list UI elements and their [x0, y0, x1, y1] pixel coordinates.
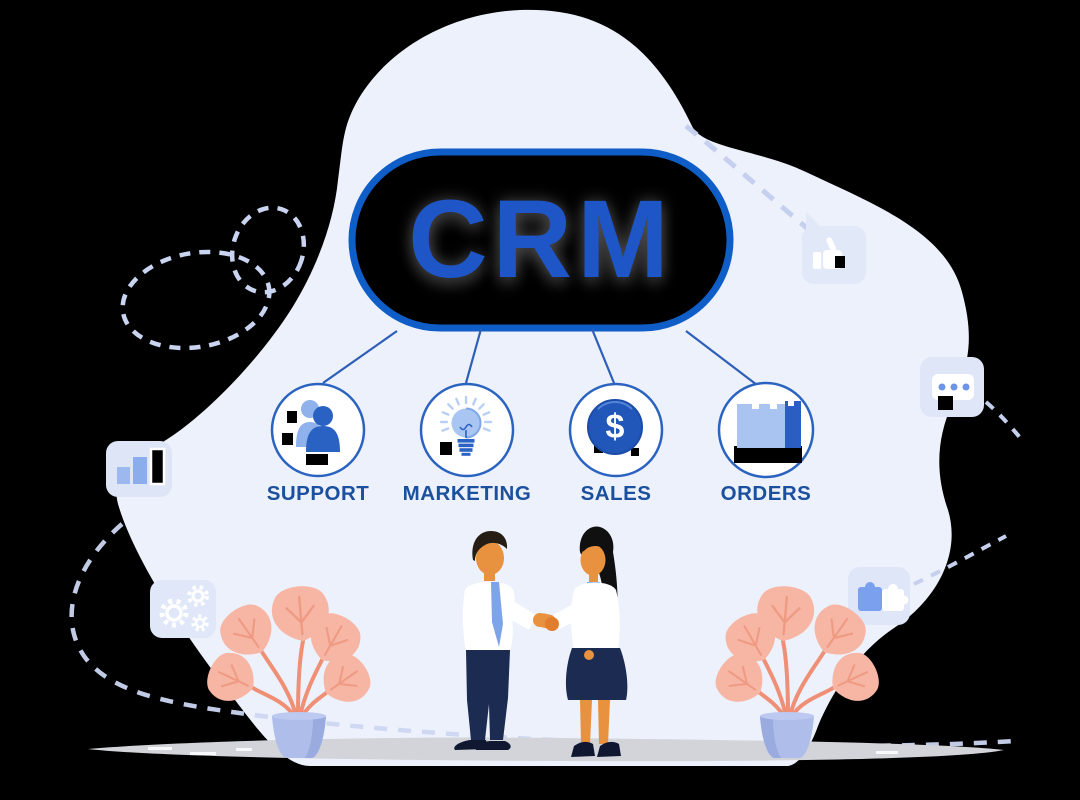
- crm-title: CRM: [408, 177, 674, 301]
- connector-lines: [322, 328, 758, 386]
- department-label-marketing: MARKETING: [402, 482, 532, 505]
- lightbulb-idea-icon: [439, 395, 493, 456]
- team-people-icon: [282, 400, 340, 465]
- dashed-arc-decoration: [69, 522, 1015, 749]
- ground-strip: [88, 737, 1004, 762]
- puzzle-piece-icon: [848, 567, 910, 625]
- gears-icon: [150, 580, 216, 638]
- woman-figure: [553, 526, 628, 757]
- chat-dots-icon: [920, 357, 984, 417]
- background-blob: [116, 9, 969, 766]
- dollar-coin-icon: $: [587, 399, 643, 456]
- dollar-glyph: $: [606, 408, 625, 446]
- package-box-icon: [734, 401, 802, 463]
- crm-cloud-pill: [348, 148, 734, 332]
- man-figure: [454, 531, 536, 750]
- handshake-people: [454, 526, 628, 757]
- department-label-support: SUPPORT: [266, 482, 370, 505]
- department-label-orders: ORDERS: [720, 482, 812, 505]
- handshake-hands: [533, 613, 559, 631]
- dashed-ellipse-decoration: [120, 205, 307, 351]
- bar-chart-icon: [106, 441, 172, 497]
- thumbs-up-icon: [802, 212, 866, 284]
- dashed-line-top-right: [684, 124, 816, 236]
- department-label-sales: SALES: [580, 482, 652, 505]
- dashed-line-chat: [984, 400, 1024, 442]
